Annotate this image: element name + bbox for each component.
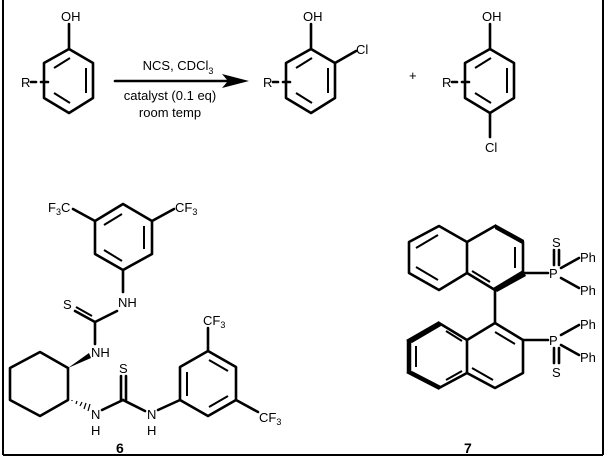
svg-text:Ph: Ph [580, 350, 596, 365]
reaction-arrow [113, 74, 249, 88]
svg-text:CF3: CF3 [203, 313, 225, 330]
oh-label: OH [482, 9, 502, 24]
substrate-phenol: OH R [21, 9, 95, 115]
r-label: R [21, 75, 30, 90]
svg-text:CF3: CF3 [175, 200, 197, 217]
plus-sign: + [409, 68, 417, 83]
svg-text:NH: NH [118, 295, 137, 310]
svg-text:Ph: Ph [580, 283, 596, 298]
svg-text:CF3: CF3 [259, 410, 281, 427]
para-chlorophenol: OH R Cl [442, 9, 516, 155]
svg-text:N: N [91, 407, 100, 422]
svg-text:P: P [549, 266, 558, 281]
oh-label: OH [303, 9, 323, 24]
svg-text:N: N [147, 407, 156, 422]
compound-6-thiourea-catalyst: F3C CF3 NH S NH N H S N H CF3 CF3 [8, 200, 281, 438]
catalyst-text: catalyst (0.1 eq) [124, 88, 217, 103]
svg-text:NH: NH [91, 345, 110, 360]
svg-text:F3C: F3C [48, 200, 70, 217]
compound-7-binap-disulfide: P S Ph Ph P S Ph Ph [406, 224, 596, 390]
svg-text:S: S [552, 235, 561, 250]
compound-7-label: 7 [464, 440, 472, 456]
svg-text:S: S [63, 297, 72, 312]
svg-text:H: H [147, 423, 156, 438]
svg-text:S: S [119, 361, 128, 376]
svg-text:H: H [91, 423, 100, 438]
compound-6-label: 6 [116, 440, 124, 456]
svg-text:Ph: Ph [580, 250, 596, 265]
reagent-text: NCS, CDCl3 [143, 58, 214, 76]
temperature-text: room temp [139, 105, 201, 120]
frame [2, 0, 604, 456]
cl-label: Cl [356, 42, 368, 57]
cl-label: Cl [485, 140, 497, 155]
svg-text:S: S [552, 365, 561, 380]
svg-text:Ph: Ph [580, 317, 596, 332]
svg-text:P: P [549, 333, 558, 348]
r-label: R [263, 75, 272, 90]
ortho-chlorophenol: OH R Cl [263, 9, 368, 115]
oh-label: OH [61, 9, 81, 24]
r-label: R [442, 75, 451, 90]
